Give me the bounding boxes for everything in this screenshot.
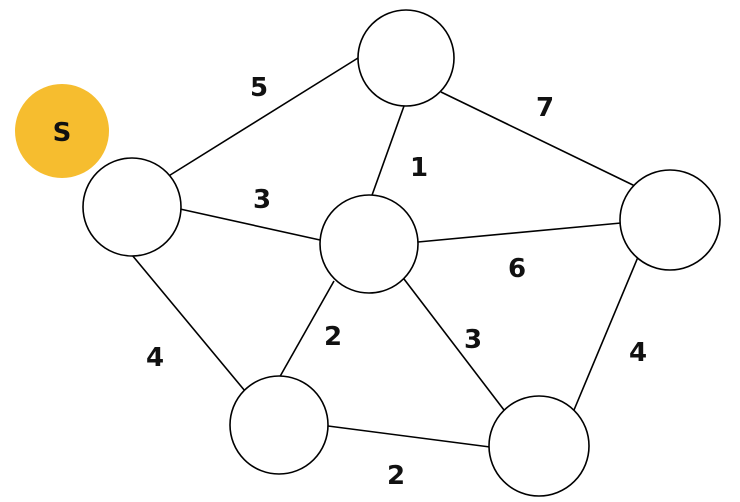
weight-right-bottom-right: 4 bbox=[629, 338, 647, 368]
weight-top-center: 1 bbox=[410, 153, 428, 183]
start-badge: S bbox=[15, 84, 109, 178]
edge-right-bottom-right bbox=[573, 256, 639, 411]
start-badge-circle bbox=[15, 84, 109, 178]
weight-bottom-left-bottom-right: 2 bbox=[387, 461, 405, 491]
start-badge-label: S bbox=[53, 118, 72, 148]
node-center bbox=[319, 194, 419, 294]
weight-left-top: 5 bbox=[250, 73, 268, 103]
edge-top-center bbox=[370, 105, 405, 199]
node-right bbox=[619, 169, 721, 271]
edge-left-center bbox=[179, 208, 321, 241]
edge-top-right bbox=[440, 91, 636, 187]
edges bbox=[131, 57, 639, 448]
weight-left-center: 3 bbox=[253, 185, 271, 215]
node-bottom-right bbox=[488, 395, 590, 497]
edge-bottom-left-bottom-right bbox=[327, 425, 491, 448]
edge-weights: 5 1 7 3 6 4 2 3 4 2 bbox=[146, 73, 647, 491]
edge-center-right bbox=[417, 222, 622, 243]
weight-left-bottom-left: 4 bbox=[146, 343, 164, 373]
edge-center-bottom-right bbox=[403, 278, 505, 411]
weight-center-right: 6 bbox=[508, 254, 526, 284]
weight-center-bottom-left: 2 bbox=[324, 322, 342, 352]
weight-center-bottom-right: 3 bbox=[464, 325, 482, 355]
edge-left-top bbox=[166, 57, 359, 178]
weight-top-right: 7 bbox=[536, 93, 554, 123]
edge-center-bottom-left bbox=[277, 280, 335, 381]
node-bottom-left bbox=[229, 375, 329, 475]
node-left bbox=[82, 157, 182, 257]
nodes bbox=[82, 9, 721, 497]
edge-left-bottom-left bbox=[131, 254, 246, 392]
node-top bbox=[357, 9, 455, 107]
